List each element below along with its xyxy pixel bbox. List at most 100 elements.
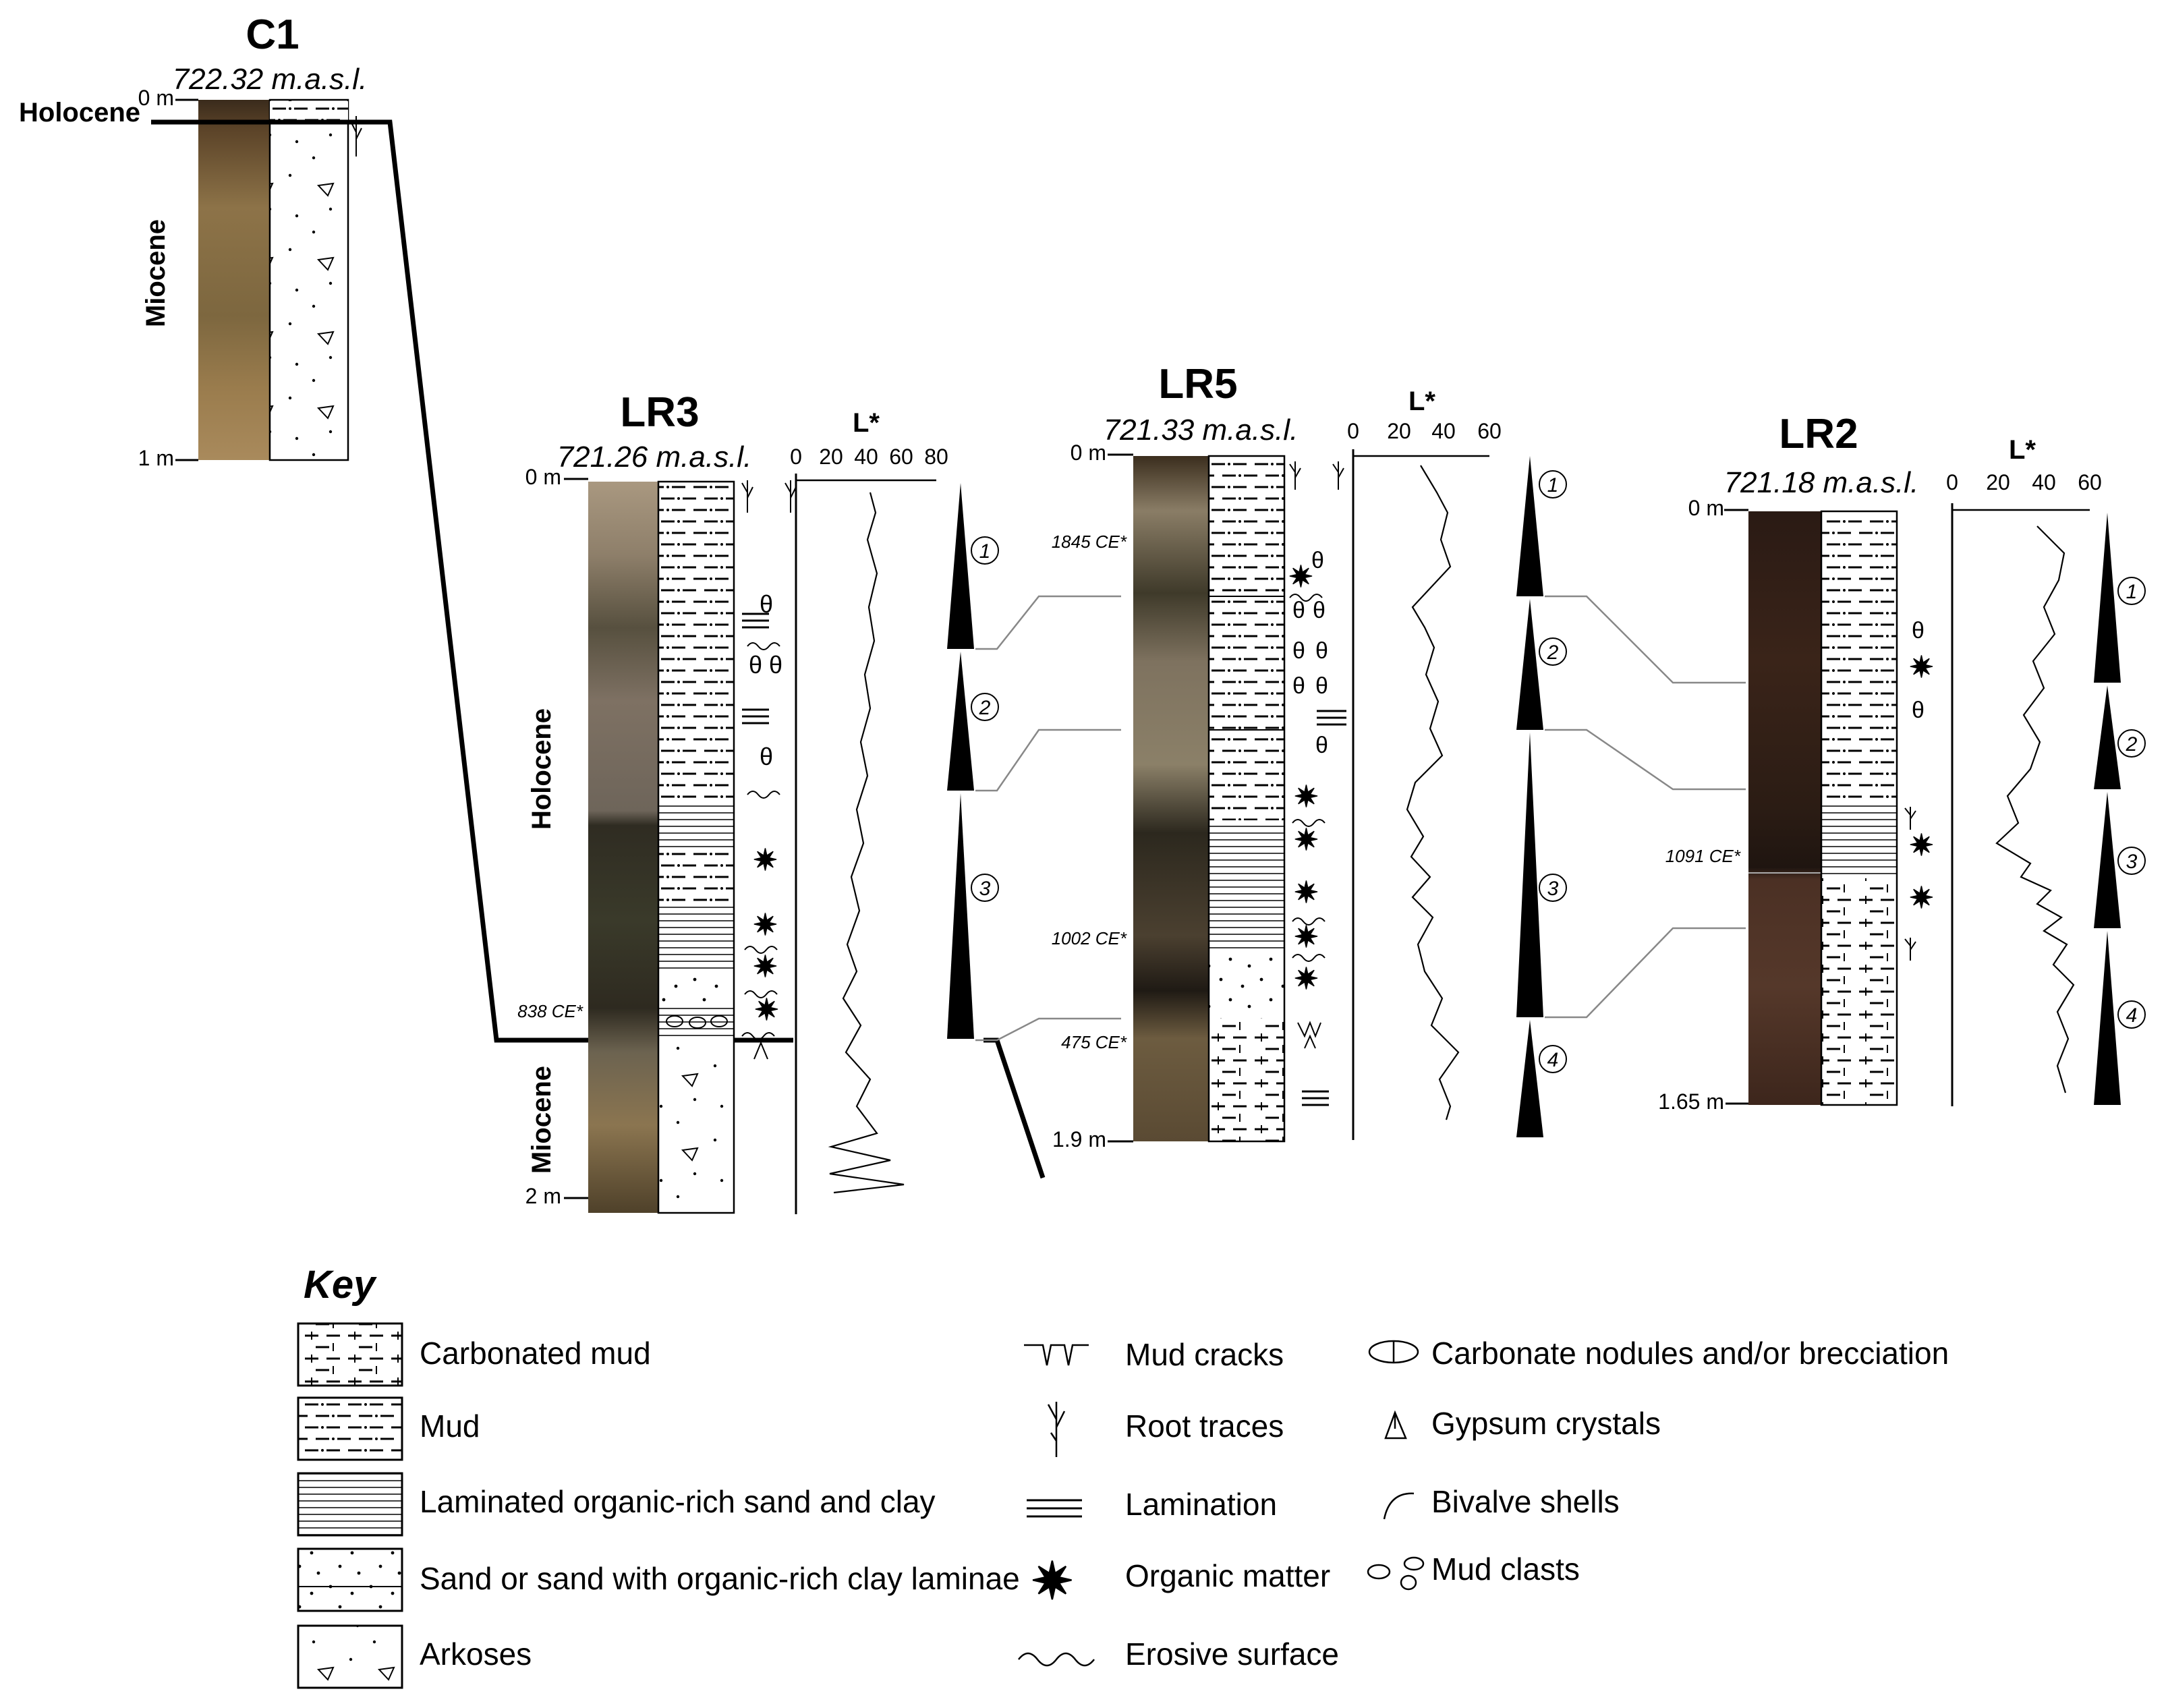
lr5-seq-2: 2 [1547,642,1559,664]
lr2-tick-0: 0 [1946,470,1958,494]
gypsum-crystal-icon [753,1041,768,1060]
legend-swatch-laminated [297,1472,403,1537]
c1-lith-column [268,98,349,461]
lr2-lith-column [1820,510,1898,1106]
root-trace-icon [1289,461,1301,490]
legend: Key Carbonated mud Mud Laminated organic… [297,1263,1949,1689]
legend-label-organic-matter: Organic matter [1125,1558,1330,1593]
lr5-depth-top: 0 m [1071,440,1106,465]
organic-matter-icon: ✷ [1294,963,1319,996]
lr5-seq-1: 1 [1547,474,1559,496]
lr5-lstar-label: L* [1408,387,1435,416]
column-c1: C1 722.32 m.a.s.l. 0 m 1 m Holocene Mioc… [19,11,367,470]
lr3-core-photo [588,482,658,1213]
lr5-age-475: 475 CE* [1061,1032,1127,1052]
column-lr5: LR5 721.33 m.a.s.l. 0 m 1.9 m 1845 CE* 1… [1052,361,1567,1151]
organic-matter-icon: ✷ [1031,1553,1074,1610]
mud-clasts-icon [1367,1556,1425,1591]
lamination-icon [1027,1499,1082,1518]
lr2-tick-40: 40 [2032,470,2056,494]
lr3-seq-1: 1 [979,540,991,563]
lr2-sequence-4-triangle [2094,931,2121,1105]
lamination-icon [1317,710,1346,726]
lr3-depth-bottom: 2 m [525,1184,561,1208]
correlation-lines-lr3-lr5 [975,595,1121,1042]
lr2-depth-top: 0 m [1688,496,1724,520]
organic-matter-icon: ✷ [1294,921,1319,954]
lr3-tick-0: 0 [790,445,802,469]
lr3-epoch-miocene: Miocene [527,1066,557,1174]
root-trace-icon [741,480,753,513]
legend-label-bivalve: Bivalve shells [1431,1484,1620,1519]
lr3-depth-top: 0 m [525,465,561,489]
legend-label-mud-clasts: Mud clasts [1431,1552,1580,1587]
lr3-lstar-label: L* [853,408,880,438]
lr3-age-838: 838 CE* [517,1001,583,1021]
carbonate-nodule-icon: θ [1315,673,1328,699]
organic-matter-icon: ✷ [1909,651,1934,684]
lr5-core-photo [1133,456,1209,1141]
legend-label-arkoses: Arkoses [420,1636,532,1672]
erosive-surface-icon [1292,917,1326,926]
c1-core-photo [198,100,270,460]
lr5-tick-0: 0 [1347,419,1359,443]
erosive-surface-icon [1292,819,1326,827]
lr5-age-1845: 1845 CE* [1052,532,1127,552]
organic-matter-icon: ✷ [753,909,778,942]
erosive-surface-icon [747,791,780,799]
legend-label-erosive-surface: Erosive surface [1125,1636,1339,1672]
organic-matter-icon: ✷ [1294,824,1319,857]
organic-matter-icon: ✷ [1909,882,1934,915]
gypsum-crystal-icon [1384,1410,1407,1440]
carbonate-nodule-icon: θ [1292,673,1305,699]
legend-label-mud-cracks: Mud cracks [1125,1337,1284,1372]
carbonate-nodule-icon: θ [1315,733,1328,758]
c1-depth-top: 0 m [138,86,174,110]
lr3-elevation: 721.26 m.a.s.l. [557,440,752,474]
lr2-depth-bottom: 1.65 m [1658,1089,1724,1114]
lr2-seq-2: 2 [2126,733,2138,756]
erosive-surface-icon [1289,594,1323,602]
lr5-sequence-4-triangle [1516,1020,1543,1137]
c1-elevation: 722.32 m.a.s.l. [173,63,368,96]
correlation-lines-lr5-lr2 [1545,595,1746,1019]
legend-swatch-carbonated-mud [297,1322,403,1387]
lr5-depth-bottom: 1.9 m [1052,1127,1106,1151]
erosive-surface-icon [1292,954,1326,962]
carbonate-nodule-icon: θ [1912,698,1925,723]
bivalve-shell-icon [1383,1492,1415,1520]
legend-title: Key [304,1263,377,1307]
organic-matter-icon: ✷ [753,950,778,984]
lr3-seq-2: 2 [979,697,991,719]
lr2-seq-3: 3 [2126,851,2138,873]
root-trace-icon [1904,938,1916,961]
erosive-surface-icon [744,990,778,998]
lr5-sequence-1-triangle [1516,456,1543,596]
organic-matter-icon: ✷ [1294,780,1319,814]
lr2-age-1091: 1091 CE* [1665,846,1741,866]
lr5-title: LR5 [1158,361,1237,407]
legend-label-sand: Sand or sand with organic-rich clay lami… [420,1561,1020,1596]
lr5-sequence-3-triangle [1516,733,1543,1017]
lr3-tick-60: 60 [889,445,913,469]
lr2-tick-20: 20 [1986,470,2010,494]
lr2-lstar-curve [1995,525,2075,1093]
root-trace-icon [1904,807,1916,830]
c1-epoch-miocene: Miocene [141,219,171,327]
lr3-seq-3: 3 [979,878,991,900]
c1-epoch-holocene: Holocene [19,98,140,127]
lr2-elevation: 721.18 m.a.s.l. [1724,466,1919,499]
lr5-seq-4: 4 [1547,1049,1559,1071]
legend-swatch-sand [297,1547,403,1612]
gypsum-crystal-icon [1304,1034,1316,1049]
lr3-epoch-holocene: Holocene [527,708,557,830]
carbonate-nodule-icon: θ [749,651,762,679]
c1-title: C1 [246,11,299,58]
carbonate-nodule-icon: θ [1912,618,1925,644]
carbonate-nodule-icon: θ [769,651,782,679]
carbonate-nodule-icon: θ [1311,548,1324,573]
c1-depth-bottom: 1 m [138,446,174,470]
legend-label-carbonated-mud: Carbonated mud [420,1336,651,1371]
lr5-lith-column [1207,455,1286,1143]
